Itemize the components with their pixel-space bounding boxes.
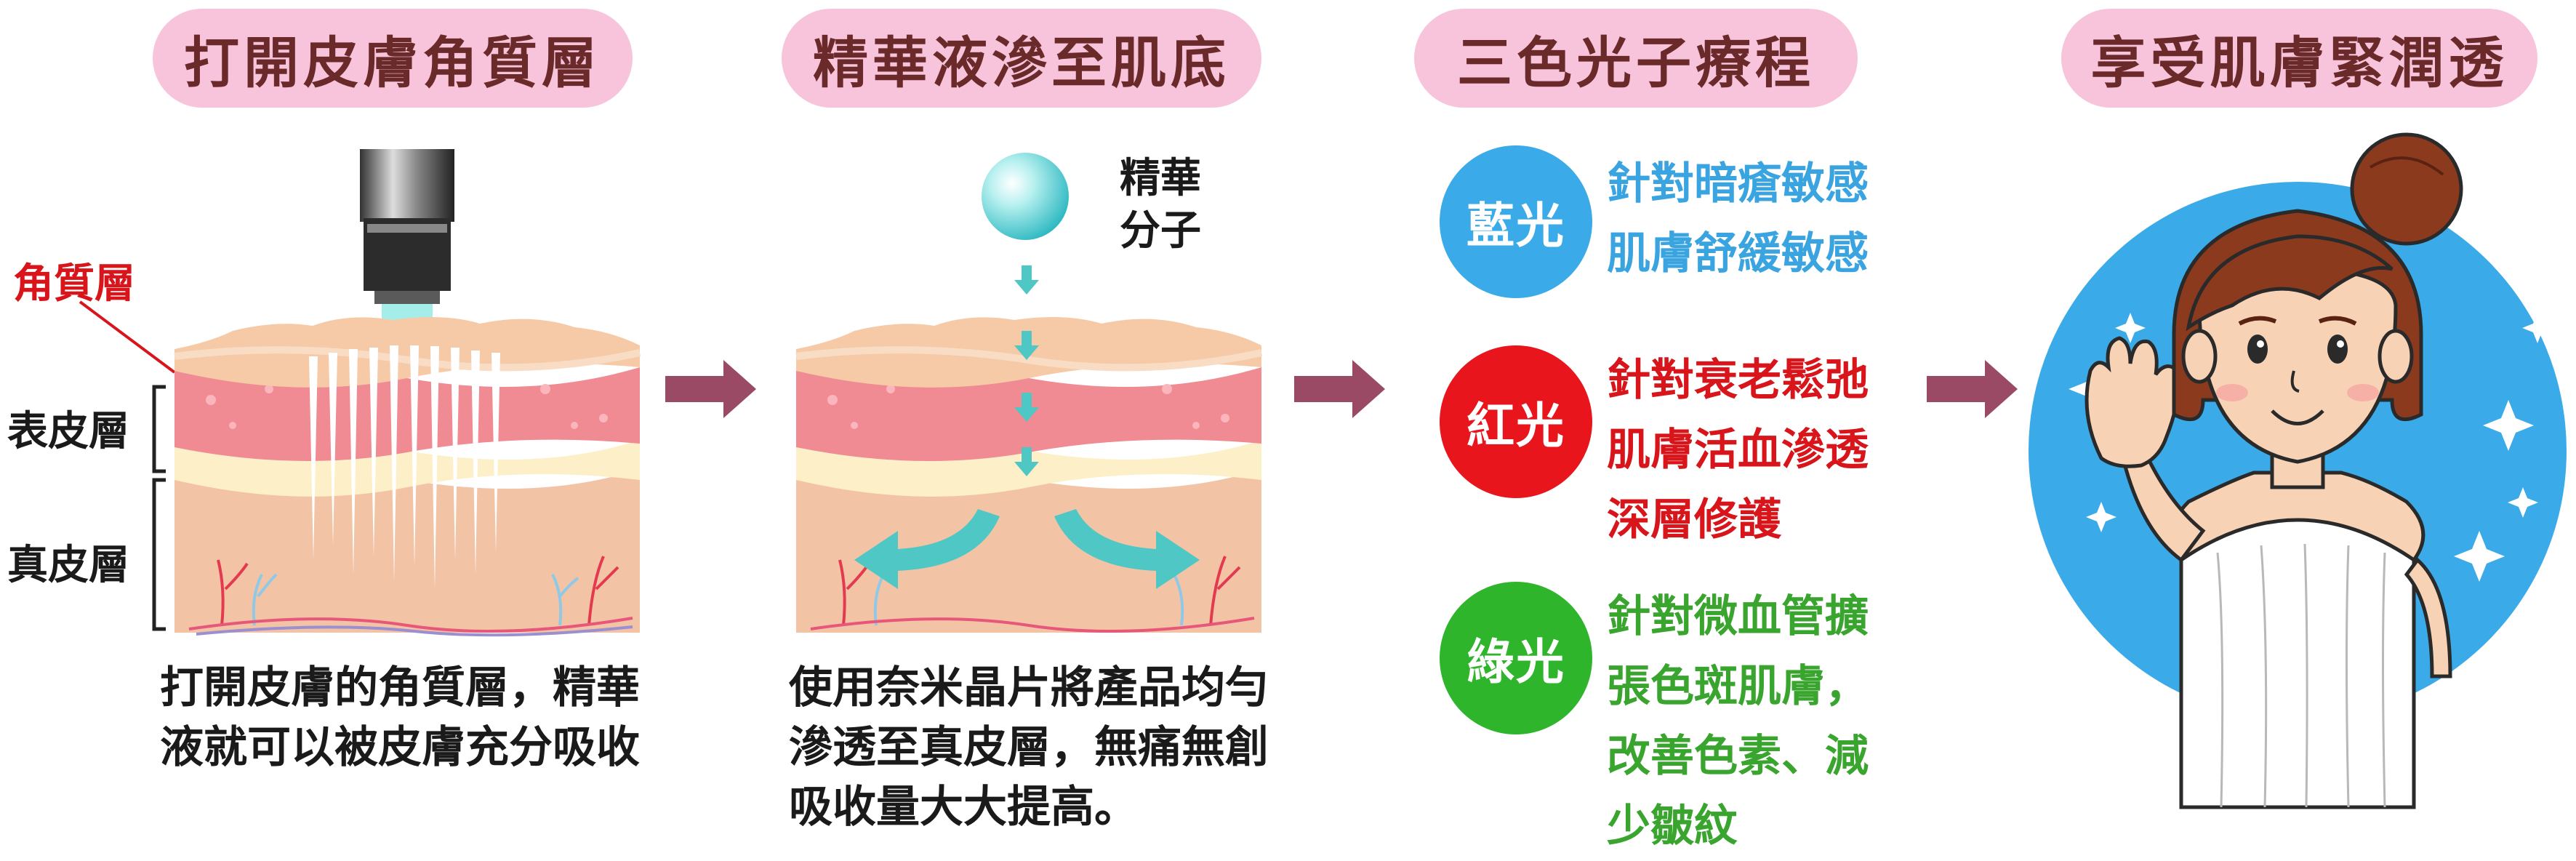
- essence-label-line: 分子: [1120, 207, 1201, 255]
- blue-light-description-line: 針對暗瘡敏感: [1607, 159, 1869, 209]
- essence-molecule-icon: [982, 153, 1069, 240]
- arrow-right-icon: [665, 360, 756, 418]
- red-light-description-line: 針對衰老鬆弛: [1607, 355, 1869, 406]
- step1-description-line: 打開皮膚的角質層，精華: [160, 662, 640, 713]
- green-light-description-line: 針對微血管擴: [1607, 591, 1869, 642]
- red-light-description-line: 深層修護: [1607, 494, 1781, 545]
- green-light-description-line: 張色斑肌膚，: [1607, 661, 1869, 712]
- essence-label: 精華 分子: [1120, 153, 1201, 257]
- step2-description-line: 使用奈米晶片將產品均勻: [789, 662, 1269, 713]
- woman-illustration: [2029, 132, 2567, 809]
- skin-diagram-microneedle: [174, 149, 641, 637]
- step2-description-line: 吸收量大大提高。: [789, 782, 1138, 833]
- skin-diagram-penetration: [795, 265, 1263, 633]
- stratum-corneum-label: 角質層: [13, 260, 135, 308]
- step2-description: 使用奈米晶片將產品均勻 滲透至真皮層，無痛無創 吸收量大大提高。: [789, 658, 1269, 837]
- green-light-description-line: 少皺紋: [1607, 801, 1738, 852]
- blue-light-description: 針對暗瘡敏感 肌膚舒緩敏感: [1607, 149, 1869, 289]
- step1-description-line: 液就可以被皮膚充分吸收: [160, 722, 640, 773]
- step1-title: 打開皮膚角質層: [153, 9, 633, 108]
- arrow-right-icon: [1927, 360, 2018, 418]
- step3-title: 三色光子療程: [1414, 9, 1858, 108]
- green-light-description: 針對微血管擴 張色斑肌膚， 改善色素、減 少皺紋: [1607, 582, 1869, 861]
- blue-light-description-line: 肌膚舒緩敏感: [1607, 228, 1869, 279]
- step2-description-line: 滲透至真皮層，無痛無創: [789, 722, 1269, 773]
- essence-label-line: 精華: [1120, 155, 1201, 202]
- blue-light-badge: 藍光: [1440, 145, 1592, 298]
- red-light-badge: 紅光: [1440, 345, 1592, 498]
- red-light-description: 針對衰老鬆弛 肌膚活血滲透 深層修護: [1607, 345, 1869, 555]
- arrow-right-icon: [1294, 360, 1385, 418]
- green-light-badge: 綠光: [1440, 582, 1592, 734]
- step4-title: 享受肌膚緊潤透: [2061, 9, 2537, 108]
- epidermis-label: 表皮層: [7, 408, 129, 455]
- dermis-label: 真皮層: [7, 542, 129, 589]
- step2-title: 精華液滲至肌底: [782, 9, 1261, 108]
- red-light-description-line: 肌膚活血滲透: [1607, 425, 1869, 476]
- step1-description: 打開皮膚的角質層，精華 液就可以被皮膚充分吸收: [160, 658, 640, 777]
- green-light-description-line: 改善色素、減: [1607, 731, 1869, 782]
